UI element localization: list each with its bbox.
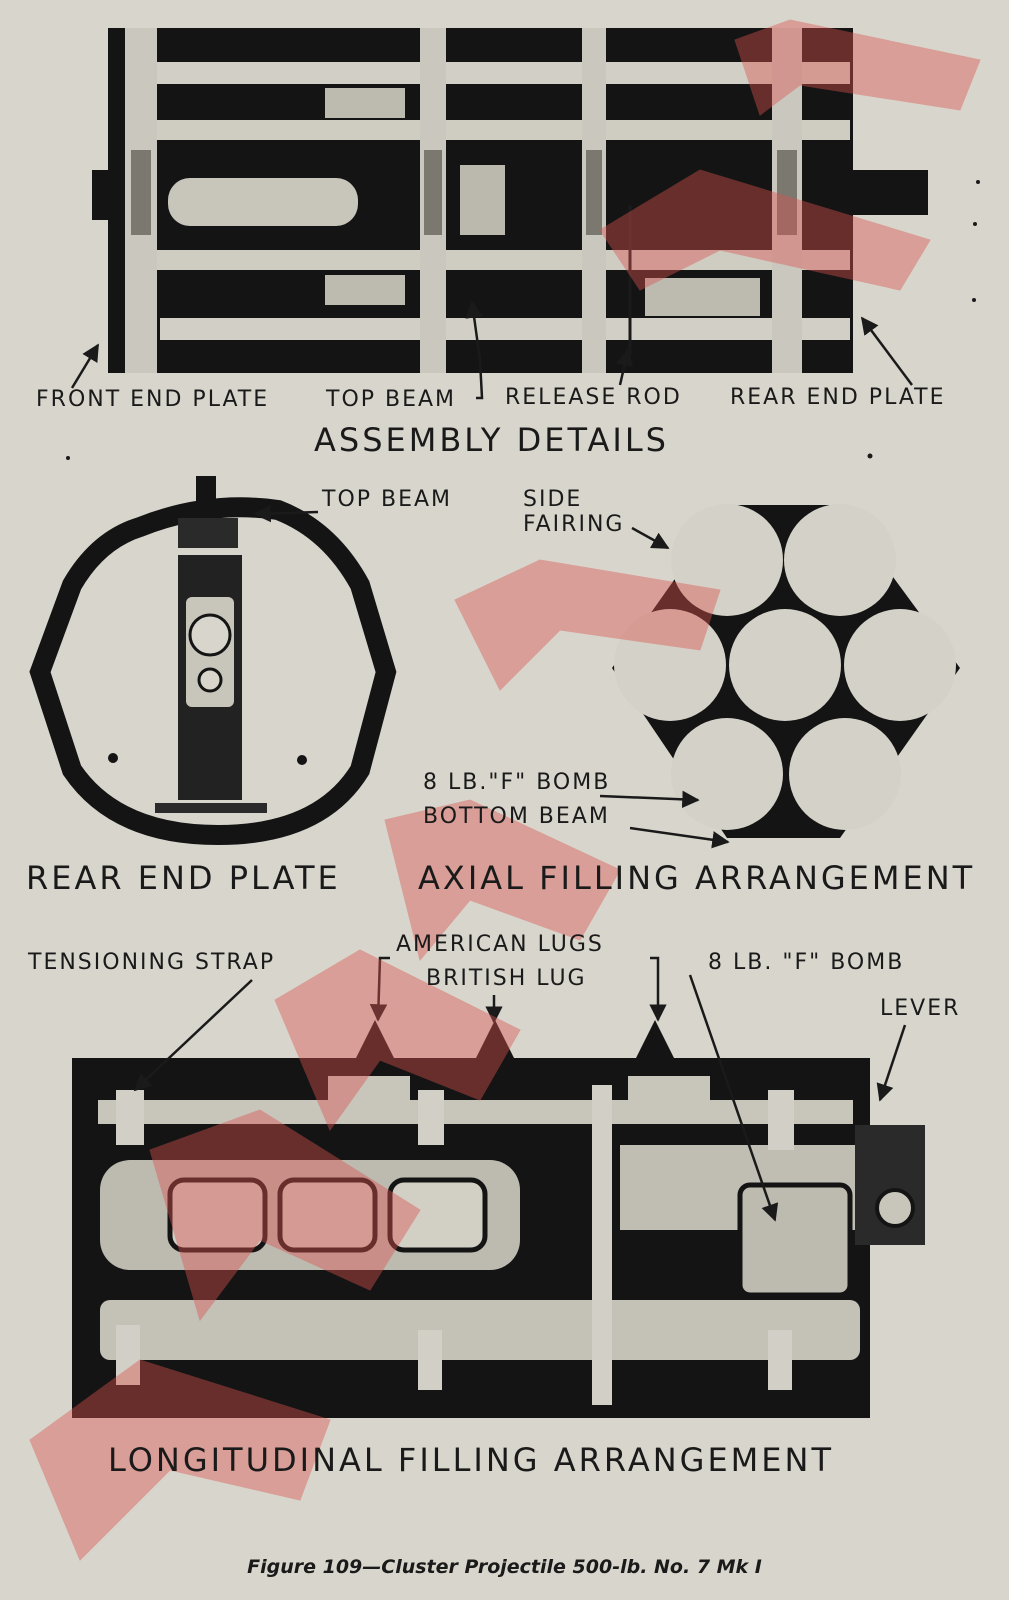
title-rear-end-plate: REAR END PLATE <box>26 859 341 897</box>
label-american-lugs: AMERICAN LUGS <box>396 932 604 957</box>
label-lever: LEVER <box>880 996 961 1021</box>
figure-caption: Figure 109—Cluster Projectile 500-lb. No… <box>247 1556 762 1578</box>
label-bottom-beam: BOTTOM BEAM <box>423 804 610 829</box>
longitudinal-drawing <box>72 1020 925 1418</box>
rear-plate-leaders <box>253 504 319 523</box>
label-side-fairing-line2: FAIRING <box>523 512 625 537</box>
label-british-lug: BRITISH LUG <box>426 966 587 991</box>
label-top-beam-plate: TOP BEAM <box>322 487 453 512</box>
assembly-leaders <box>70 300 914 400</box>
label-top-beam-assembly: TOP BEAM <box>326 387 457 412</box>
title-axial-filling: AXIAL FILLING ARRANGEMENT <box>418 859 976 897</box>
label-rear-end-plate-assembly: REAR END PLATE <box>730 385 946 410</box>
label-bomb-longitudinal: 8 LB. "F" BOMB <box>708 950 905 975</box>
label-release-rod: RELEASE ROD <box>505 385 682 410</box>
label-side-fairing-line1: SIDE <box>523 487 583 512</box>
assembly-drawing <box>92 28 928 373</box>
label-tensioning-strap: TENSIONING STRAP <box>28 950 276 975</box>
axial-leaders <box>599 526 730 849</box>
title-assembly-details: ASSEMBLY DETAILS <box>314 421 669 459</box>
label-front-end-plate: FRONT END PLATE <box>36 387 270 412</box>
axial-drawing <box>612 504 960 838</box>
watermark <box>29 19 981 1561</box>
rear-plate-drawing <box>29 476 397 846</box>
title-longitudinal-filling: LONGITUDINAL FILLING ARRANGEMENT <box>108 1441 834 1479</box>
page-specks <box>66 180 980 460</box>
label-bomb-axial: 8 LB."F" BOMB <box>423 770 611 795</box>
longitudinal-leaders <box>133 956 907 1222</box>
